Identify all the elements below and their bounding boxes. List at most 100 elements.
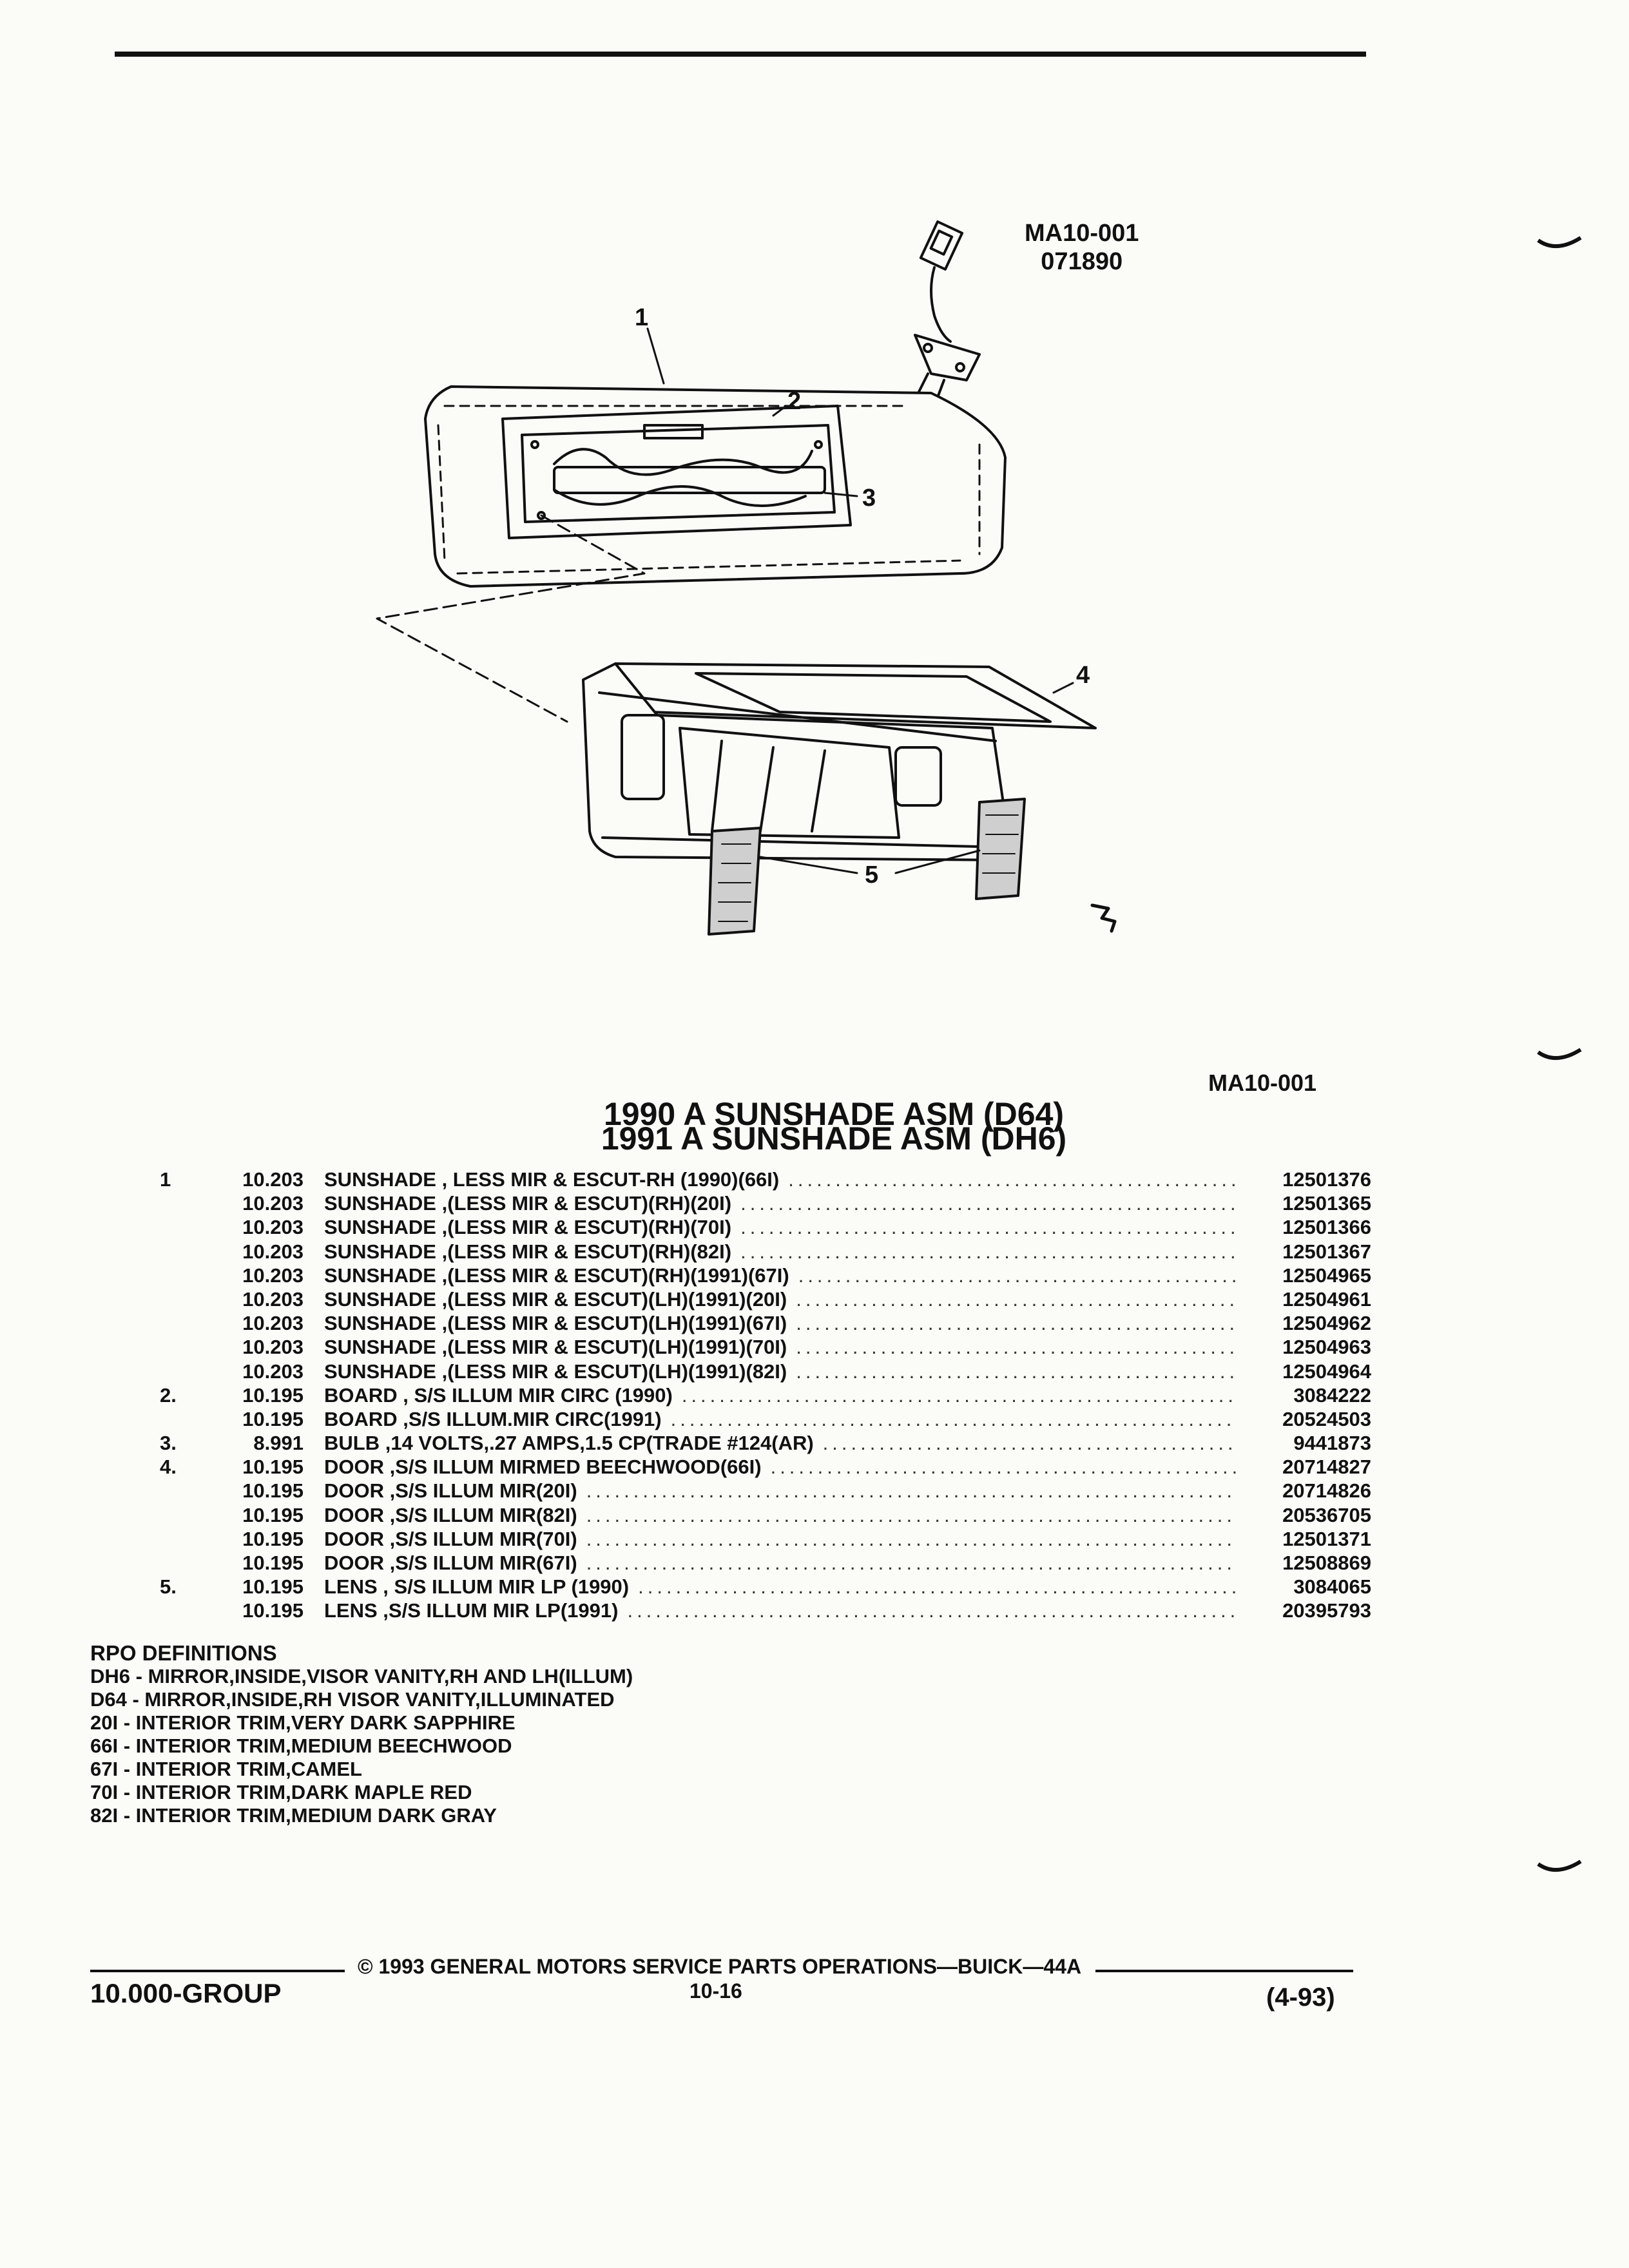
leader-dots: ........................................… xyxy=(796,1312,1236,1335)
top-rule xyxy=(115,52,1366,57)
part-row: 5. 10.195 LENS , S/S ILLUM MIR LP (1990)..… xyxy=(160,1575,1371,1599)
sunshade-exploded-diagram: 1 2 3 4 5 xyxy=(376,220,1117,936)
rpo-line: 70I - INTERIOR TRIM,DARK MAPLE RED xyxy=(90,1781,472,1803)
margin-mark xyxy=(1537,1048,1582,1061)
part-number: 20714827 xyxy=(1282,1456,1371,1479)
part-description: LENS , S/S ILLUM MIR LP (1990) xyxy=(324,1575,630,1599)
mirror-door xyxy=(582,662,1097,861)
part-number: 20714826 xyxy=(1282,1479,1371,1503)
leader-dots: ........................................… xyxy=(740,1192,1236,1215)
part-group-number: 10.203 xyxy=(242,1168,304,1191)
margin-mark xyxy=(1537,1860,1582,1872)
part-description: SUNSHADE , LESS MIR & ESCUT-RH (1990)(66… xyxy=(324,1168,780,1191)
part-number: 12504962 xyxy=(1282,1312,1371,1335)
part-group-number: 10.195 xyxy=(242,1456,304,1479)
part-description: DOOR ,S/S ILLUM MIRMED BEECHWOOD(66I) xyxy=(324,1456,762,1479)
rpo-line: DH6 - MIRROR,INSIDE,VISOR VANITY,RH AND … xyxy=(90,1665,633,1687)
part-item-number: 5. xyxy=(160,1575,177,1599)
callout-5: 5 xyxy=(865,861,878,889)
leader-dots: ........................................… xyxy=(798,1264,1236,1287)
part-group-number: 10.203 xyxy=(242,1216,304,1239)
title-1990: 1990 A SUNSHADE ASM (D64) xyxy=(603,1096,1065,1132)
rpo-definitions: RPO DEFINITIONS DH6 - MIRROR,INSIDE,VISO… xyxy=(90,1642,633,1827)
part-group-number: 10.203 xyxy=(242,1192,304,1215)
part-group-number: 10.195 xyxy=(242,1575,304,1599)
part-number: 12501365 xyxy=(1282,1192,1371,1215)
section-titles: 1990 A SUNSHADE ASM (D64) 1991 A SUNSHAD… xyxy=(0,1096,1629,1155)
footer-group: 10.000-GROUP xyxy=(90,1978,282,2008)
part-row: 10.203 SUNSHADE ,(LESS MIR & ESCUT)(LH)(1… xyxy=(160,1335,1371,1359)
rpo-title: RPO DEFINITIONS xyxy=(90,1641,277,1665)
part-description-cell: LENS ,S/S ILLUM MIR LP(1991)............… xyxy=(324,1599,1236,1622)
part-item-number: 3. xyxy=(160,1432,177,1455)
part-description: BULB ,14 VOLTS,.27 AMPS,1.5 CP(TRADE #12… xyxy=(324,1432,814,1455)
part-description-cell: SUNSHADE ,(LESS MIR & ESCUT)(LH)(1991)(6… xyxy=(324,1311,1236,1335)
figure-reference: MA10-001 xyxy=(1208,1070,1317,1096)
part-group-number: 10.195 xyxy=(242,1599,304,1622)
leader-dots: ........................................… xyxy=(586,1552,1236,1574)
part-description-cell: SUNSHADE ,(LESS MIR & ESCUT)(LH)(1991)(7… xyxy=(324,1335,1236,1359)
figure-date-code: 071890 xyxy=(1041,248,1123,275)
part-group-number: 10.195 xyxy=(242,1383,304,1407)
part-description: DOOR ,S/S ILLUM MIR(70I) xyxy=(324,1527,577,1550)
part-group-number: 10.195 xyxy=(242,1527,304,1550)
part-description: DOOR ,S/S ILLUM MIR(67I) xyxy=(324,1552,577,1574)
part-description: SUNSHADE ,(LESS MIR & ESCUT)(LH)(1991)(2… xyxy=(324,1287,787,1311)
part-group-number: 10.195 xyxy=(242,1407,304,1430)
leader-dots: ........................................… xyxy=(822,1432,1236,1455)
part-description-cell: DOOR ,S/S ILLUM MIR(82I)................… xyxy=(324,1503,1236,1527)
footer-rule-left xyxy=(90,1970,345,1972)
part-description: SUNSHADE ,(LESS MIR & ESCUT)(RH)(1991)(6… xyxy=(324,1264,789,1287)
part-description: LENS ,S/S ILLUM MIR LP(1991) xyxy=(324,1599,619,1622)
callout-1: 1 xyxy=(635,304,648,331)
footer-date: (4-93) xyxy=(1266,1983,1335,2012)
leader-dots: ........................................… xyxy=(627,1599,1236,1622)
part-description: BOARD ,S/S ILLUM.MIR CIRC(1991) xyxy=(324,1407,662,1430)
part-number: 12501376 xyxy=(1282,1168,1371,1191)
leader-dots: ........................................… xyxy=(586,1479,1236,1503)
part-description-cell: SUNSHADE ,(LESS MIR & ESCUT)(RH)(82I)...… xyxy=(324,1240,1236,1264)
callout-3: 3 xyxy=(862,485,876,512)
assembly-leader-lines xyxy=(376,514,646,723)
part-description-cell: DOOR ,S/S ILLUM MIR(70I)................… xyxy=(324,1527,1236,1551)
leader-dots: ........................................… xyxy=(638,1575,1236,1599)
part-group-number: 10.195 xyxy=(242,1552,304,1574)
figure-code-block: MA10-001 071890 xyxy=(1025,219,1139,276)
part-number: 12501366 xyxy=(1282,1216,1371,1239)
leader-dots: ........................................… xyxy=(740,1240,1236,1263)
leader-dots: ........................................… xyxy=(796,1360,1236,1383)
part-group-number: 8.991 xyxy=(253,1432,304,1455)
rpo-line: 20I - INTERIOR TRIM,VERY DARK SAPPHIRE xyxy=(90,1711,516,1734)
leader-dots: ........................................… xyxy=(586,1503,1236,1526)
part-group-number: 10.203 xyxy=(242,1312,304,1335)
part-description-cell: DOOR ,S/S ILLUM MIR(20I)................… xyxy=(324,1479,1236,1503)
leader-dots: ........................................… xyxy=(586,1527,1236,1550)
part-number: 12504964 xyxy=(1282,1360,1371,1383)
leader-dots: ........................................… xyxy=(770,1456,1236,1479)
part-row: 10.203 SUNSHADE ,(LESS MIR & ESCUT)(RH)(8… xyxy=(160,1240,1371,1264)
part-number: 12504963 xyxy=(1282,1336,1371,1359)
part-group-number: 10.203 xyxy=(242,1240,304,1263)
part-description-cell: SUNSHADE ,(LESS MIR & ESCUT)(RH)(1991)(6… xyxy=(324,1264,1236,1287)
part-number: 12508869 xyxy=(1282,1552,1371,1574)
part-group-number: 10.203 xyxy=(242,1336,304,1359)
part-number: 3084065 xyxy=(1293,1575,1371,1599)
part-description: SUNSHADE ,(LESS MIR & ESCUT)(LH)(1991)(7… xyxy=(324,1336,787,1359)
part-row: 10.195 DOOR ,S/S ILLUM MIR(67I)..........… xyxy=(160,1551,1371,1575)
part-description-cell: SUNSHADE ,(LESS MIR & ESCUT)(LH)(1991)(2… xyxy=(324,1287,1236,1311)
part-description-cell: SUNSHADE , LESS MIR & ESCUT-RH (1990)(66… xyxy=(324,1168,1236,1191)
part-description-cell: BOARD , S/S ILLUM MIR CIRC (1990).......… xyxy=(324,1383,1236,1407)
scribble-mark xyxy=(1090,903,1117,933)
part-description: BOARD , S/S ILLUM MIR CIRC (1990) xyxy=(324,1383,673,1407)
footer-rule-right xyxy=(1095,1970,1353,1972)
part-group-number: 10.203 xyxy=(242,1264,304,1287)
part-description: DOOR ,S/S ILLUM MIR(82I) xyxy=(324,1503,577,1526)
leader-dots: ........................................… xyxy=(740,1216,1236,1239)
part-row: 3. 8.991 BULB ,14 VOLTS,.27 AMPS,1.5 CP(TR… xyxy=(160,1431,1371,1455)
